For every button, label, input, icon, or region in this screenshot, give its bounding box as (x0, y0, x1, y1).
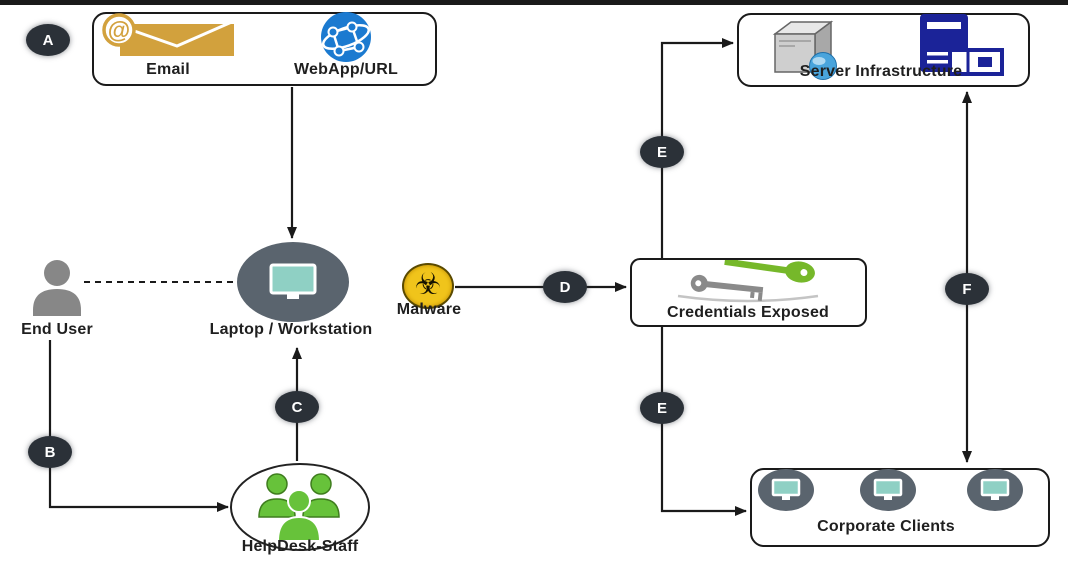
malware-label: Malware (396, 301, 462, 318)
step-badge-f: F (945, 273, 989, 305)
arrow-e-credentials-to-clients (660, 327, 747, 516)
helpdesk-node (230, 463, 370, 551)
credentials-box (630, 258, 867, 327)
step-badge-e-top: E (640, 136, 684, 168)
step-badge-d: D (543, 271, 587, 303)
step-badge-a: A (26, 24, 70, 56)
client-node (967, 469, 1023, 511)
client-monitor-icon (771, 478, 801, 500)
step-badge-e-bottom: E (640, 392, 684, 424)
email-label: Email (146, 61, 190, 78)
corporate-clients-label: Corporate Clients (817, 518, 955, 535)
client-node (860, 469, 916, 511)
email-icon: @ (102, 13, 235, 56)
laptop-node (237, 242, 349, 322)
step-badge-c: C (275, 391, 319, 423)
malware-node: ☣ (402, 263, 454, 309)
arrow-b-enduser-to-helpdesk (48, 340, 229, 512)
at-symbol: @ (108, 17, 130, 43)
server-rack-icon (920, 14, 1004, 76)
webapp-label: WebApp/URL (294, 61, 398, 78)
server-tower-icon (772, 20, 837, 80)
monitor-icon (269, 263, 317, 299)
webapp-globe-icon (321, 12, 371, 62)
helpdesk-staff-icon (258, 473, 340, 542)
client-node (758, 469, 814, 511)
arrow-e-credentials-to-server (660, 38, 734, 258)
helpdesk-label: HelpDesk-Staff (241, 538, 359, 555)
step-badge-b: B (28, 436, 72, 468)
biohazard-icon: ☣ (414, 267, 442, 301)
server-infrastructure-label: Server Infrastructure (799, 63, 963, 80)
end-user-icon (33, 260, 81, 316)
client-monitor-icon (980, 478, 1010, 500)
keys-icon (677, 260, 819, 303)
top-border-bar (0, 0, 1068, 5)
credentials-label: Credentials Exposed (666, 304, 830, 321)
laptop-label: Laptop / Workstation (209, 321, 373, 338)
client-monitor-icon (873, 478, 903, 500)
end-user-label: End User (21, 321, 93, 338)
